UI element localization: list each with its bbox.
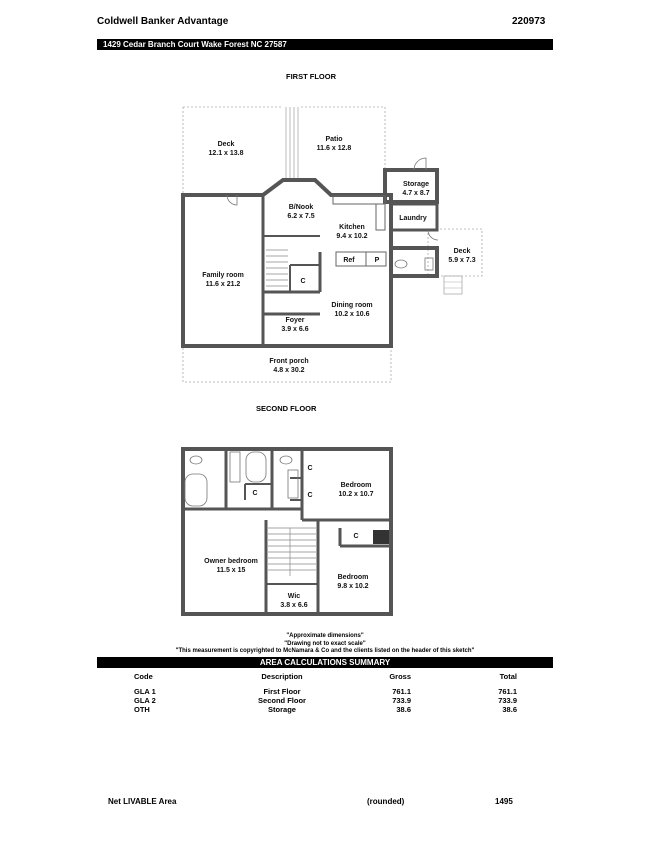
second-floor-walls — [181, 447, 393, 616]
dims-owner-bedroom: 11.5 x 15 — [217, 567, 246, 574]
label-closet-bath: C — [307, 465, 312, 472]
second-floor-title: SECOND FLOOR — [256, 404, 317, 413]
label-bedroom-2: Bedroom — [338, 574, 369, 581]
dims-family-room: 11.6 x 21.2 — [206, 281, 241, 288]
table-header-row: Code Description Gross Total — [97, 672, 553, 681]
cell-description: Second Floor — [258, 696, 306, 705]
dims-bedroom-2: 9.8 x 10.2 — [337, 583, 368, 590]
hvac-chase — [373, 530, 389, 544]
cell-code: OTH — [134, 705, 150, 714]
label-storage: Storage — [403, 181, 429, 188]
area-calculations-table: AREA CALCULATIONS SUMMARY Code Descripti… — [97, 657, 553, 714]
table-row: GLA 1 First Floor 761.1 761.1 — [97, 687, 553, 696]
label-foyer: Foyer — [285, 317, 304, 324]
cell-description: First Floor — [263, 687, 301, 696]
cell-gross: 38.6 — [396, 705, 411, 714]
area-table-title: AREA CALCULATIONS SUMMARY — [97, 657, 553, 668]
cell-total: 733.9 — [498, 696, 517, 705]
col-description: Description — [261, 672, 303, 681]
storage-walls — [383, 168, 439, 204]
deck-patio-outline — [182, 106, 386, 195]
rounded-label: (rounded) — [367, 797, 405, 806]
label-closet-owner-bath: C — [252, 490, 257, 497]
label-deck-left: Deck — [218, 141, 235, 148]
dims-foyer: 3.9 x 6.6 — [281, 326, 308, 333]
label-bedroom-1: Bedroom — [341, 482, 372, 489]
label-laundry: Laundry — [399, 215, 427, 222]
dims-deck-right: 5.9 x 7.3 — [448, 257, 475, 264]
dims-patio: 11.6 x 12.8 — [317, 145, 352, 152]
company-name: Coldwell Banker Advantage — [97, 16, 229, 27]
note-approximate: "Approximate dimensions" — [286, 633, 364, 639]
label-ref: Ref — [343, 257, 355, 264]
cell-total: 38.6 — [502, 705, 517, 714]
label-front-porch: Front porch — [269, 358, 308, 365]
label-pantry: P — [375, 257, 380, 264]
col-code: Code — [134, 672, 153, 681]
first-floor-title: FIRST FLOOR — [286, 72, 336, 81]
cell-code: GLA 2 — [134, 696, 156, 705]
note-not-to-scale: "Drawing not to exact scale" — [284, 640, 366, 647]
label-closet-bedroom: C — [353, 533, 358, 540]
dims-deck-left: 12.1 x 13.8 — [208, 150, 243, 157]
label-family-room: Family room — [202, 272, 244, 279]
label-patio: Patio — [325, 136, 342, 143]
dims-kitchen: 9.4 x 10.2 — [336, 233, 367, 240]
address-bar: 1429 Cedar Branch Court Wake Forest NC 2… — [97, 39, 553, 50]
table-row: OTH Storage 38.6 38.6 — [97, 705, 553, 714]
second-floor-plan: C C C C Bedroom 10.2 x 10.7 Owner bedroo… — [181, 447, 393, 616]
label-dining-room: Dining room — [331, 302, 372, 309]
label-closet-first: C — [300, 278, 305, 285]
net-livable-value: 1495 — [495, 797, 513, 806]
note-copyright: "This measurement is copyrighted to McNa… — [175, 648, 475, 654]
first-floor-walls — [181, 178, 393, 348]
file-number: 220973 — [512, 16, 546, 27]
net-livable-label: Net LIVABLE Area — [108, 797, 177, 806]
dims-bnook: 6.2 x 7.5 — [287, 213, 314, 220]
first-floor-plan: Deck 12.1 x 13.8 Patio 11.6 x 12.8 Stora… — [181, 106, 483, 383]
disclaimer-notes: "Approximate dimensions" "Drawing not to… — [97, 633, 553, 656]
col-total: Total — [499, 672, 517, 681]
dims-front-porch: 4.8 x 30.2 — [273, 367, 304, 374]
dims-wic: 3.8 x 6.6 — [280, 602, 307, 609]
cell-code: GLA 1 — [134, 687, 156, 696]
label-kitchen: Kitchen — [339, 224, 365, 231]
half-bath-walls — [391, 246, 439, 278]
col-gross: Gross — [389, 672, 411, 681]
label-closet-hall: C — [307, 492, 312, 499]
table-row: GLA 2 Second Floor 733.9 733.9 — [97, 696, 553, 705]
cell-gross: 733.9 — [392, 696, 411, 705]
laundry-walls — [389, 202, 439, 232]
label-bnook: B/Nook — [289, 204, 314, 211]
dims-dining-room: 10.2 x 10.6 — [334, 311, 369, 318]
address-text: 1429 Cedar Branch Court Wake Forest NC 2… — [103, 40, 287, 49]
cell-gross: 761.1 — [392, 687, 411, 696]
cell-description: Storage — [268, 705, 296, 714]
cell-total: 761.1 — [498, 687, 517, 696]
dims-storage: 4.7 x 8.7 — [402, 190, 429, 197]
label-owner-bedroom: Owner bedroom — [204, 558, 258, 565]
label-deck-right: Deck — [454, 248, 471, 255]
label-wic: Wic — [288, 593, 300, 600]
dims-bedroom-1: 10.2 x 10.7 — [338, 491, 373, 498]
